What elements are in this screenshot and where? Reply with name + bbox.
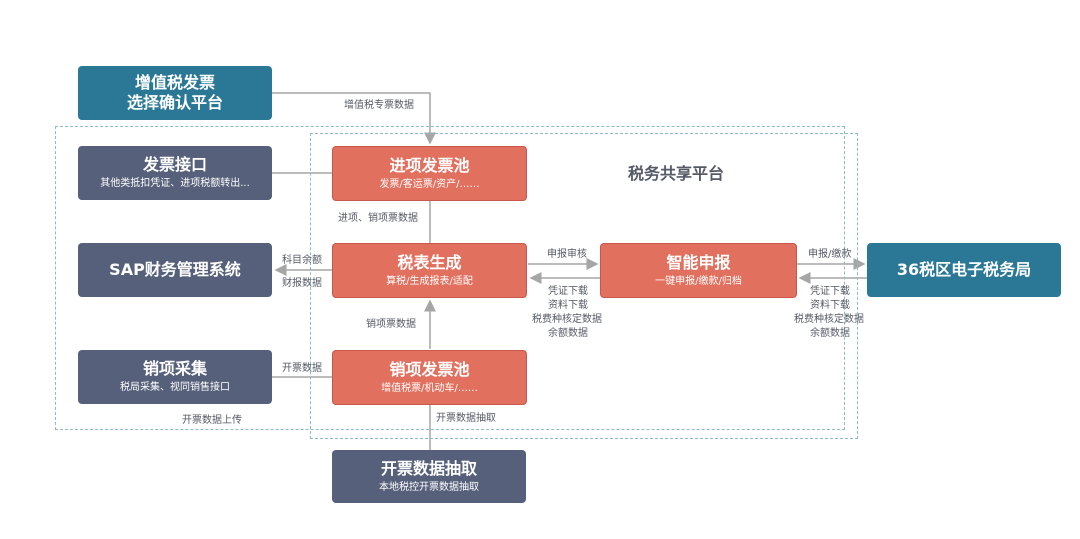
label-doc-download-left: 资料下载 bbox=[548, 300, 588, 311]
label-invoicing-data: 开票数据 bbox=[282, 363, 322, 374]
label-io-data: 进项、销项票数据 bbox=[338, 212, 418, 226]
input-pool-subtitle: 发票/客运票/资产/…… bbox=[379, 178, 480, 190]
smart-declaration-box[interactable]: 智能申报 一键申报/缴款/归档 bbox=[600, 243, 797, 298]
tax-bureau-box[interactable]: 36税区电子税务局 bbox=[867, 243, 1061, 297]
label-balance-right: 余额数据 bbox=[810, 328, 850, 339]
label-vat-special-data: 增值税专票数据 bbox=[344, 99, 414, 113]
output-invoice-pool-box[interactable]: 销项发票池 增值税票/机动车/…… bbox=[332, 350, 527, 405]
invoice-data-extract-box[interactable]: 开票数据抽取 本地税控开票数据抽取 bbox=[332, 450, 526, 503]
input-pool-title: 进项发票池 bbox=[389, 155, 470, 175]
invoice-interface-box[interactable]: 发票接口 其他类抵扣凭证、进项税额转出... bbox=[78, 146, 272, 200]
vat-confirm-platform-box[interactable]: 增值税发票 选择确认平台 bbox=[78, 66, 272, 120]
label-doc-download-right: 资料下载 bbox=[810, 300, 850, 311]
label-declare-review: 申报审核 bbox=[547, 249, 587, 260]
label-invoicing-upload: 开票数据上传 bbox=[182, 414, 242, 428]
tax-bureau-title: 36税区电子税务局 bbox=[896, 260, 1032, 279]
sales-collection-box[interactable]: 销项采集 税局采集、视同销售接口 bbox=[78, 350, 272, 404]
invoice-extract-title: 开票数据抽取 bbox=[380, 458, 477, 478]
smart-declare-subtitle: 一键申报/缴款/归档 bbox=[655, 275, 742, 287]
label-balance-left: 余额数据 bbox=[548, 328, 588, 339]
tax-platform-region bbox=[310, 133, 858, 439]
label-voucher-download-right: 凭证下载 bbox=[810, 286, 850, 297]
tax-generation-title: 税表生成 bbox=[397, 252, 462, 272]
label-voucher-download-left: 凭证下载 bbox=[548, 286, 588, 297]
vat-platform-title-line1: 增值税发票 bbox=[134, 73, 215, 92]
outer-dashed-region bbox=[55, 126, 845, 430]
smart-declare-title: 智能申报 bbox=[666, 252, 731, 272]
label-decl-pay: 申报/缴款 bbox=[808, 249, 852, 260]
platform-title: 税务共享平台 bbox=[628, 164, 725, 183]
vat-platform-title-line2: 选择确认平台 bbox=[126, 93, 223, 112]
sap-title: SAP财务管理系统 bbox=[109, 260, 241, 279]
label-finance-data: 财报数据 bbox=[282, 278, 322, 289]
input-invoice-pool-box[interactable]: 进项发票池 发票/客运票/资产/…… bbox=[332, 146, 527, 201]
label-subject-balance: 科目余额 bbox=[282, 255, 322, 266]
output-pool-subtitle: 增值税票/机动车/…… bbox=[381, 382, 478, 394]
output-pool-title: 销项发票池 bbox=[389, 359, 470, 379]
label-invoicing-extract: 开票数据抽取 bbox=[436, 412, 496, 426]
label-sales-ticket-data: 销项票数据 bbox=[366, 318, 416, 332]
tax-generation-subtitle: 算税/生成报表/适配 bbox=[386, 275, 473, 287]
invoice-interface-subtitle: 其他类抵扣凭证、进项税额转出... bbox=[100, 178, 250, 189]
sap-system-box[interactable]: SAP财务管理系统 bbox=[78, 243, 272, 297]
label-tax-type-right: 税费种核定数据 bbox=[794, 314, 864, 325]
sales-collection-subtitle: 税局采集、视同销售接口 bbox=[120, 382, 230, 393]
invoice-interface-title: 发票接口 bbox=[142, 155, 207, 174]
tax-table-generation-box[interactable]: 税表生成 算税/生成报表/适配 bbox=[332, 243, 527, 298]
sales-collection-title: 销项采集 bbox=[142, 359, 207, 378]
label-tax-type-left: 税费种核定数据 bbox=[532, 314, 602, 325]
invoice-extract-subtitle: 本地税控开票数据抽取 bbox=[379, 481, 479, 493]
